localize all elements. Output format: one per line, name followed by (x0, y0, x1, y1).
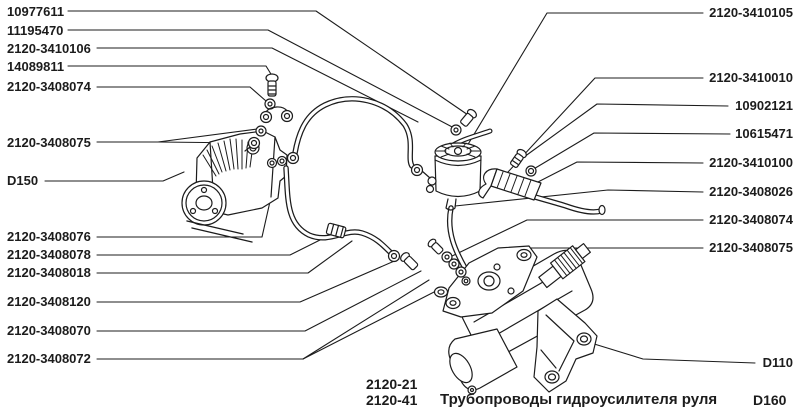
banjo-union-drawing (259, 106, 294, 124)
washers-3408075-left-drawing (244, 125, 267, 152)
pressure-hose-drawing (283, 165, 393, 255)
hose-ferrule-drawing (325, 222, 347, 239)
diagram-title: Трубопроводы гидроусилителя руля (440, 391, 718, 408)
pump-drawing (181, 130, 288, 243)
reservoir-bolt-drawing (460, 108, 477, 127)
part-label-2120-3408075-left: 2120-3408075 (7, 135, 91, 150)
part-label-2120-3408074-left: 2120-3408074 (7, 79, 91, 94)
part-label-2120-3410100: 2120-3410100 (709, 155, 793, 170)
view-ref-D150: D150 (7, 173, 39, 188)
part-label-2120-3408075-right: 2120-3408075 (709, 240, 793, 255)
gear-washers-drawing (433, 251, 471, 298)
part-label-2120-3410106: 2120-3410106 (7, 41, 91, 56)
clamp-bolt-drawing (510, 148, 527, 168)
model-code-2: 2120-41 (366, 392, 418, 408)
part-label-2120-3410010: 2120-3410010 (709, 70, 793, 85)
gear-banjo-bolt-drawing (400, 252, 419, 271)
part-label-2120-3408076: 2120-3408076 (7, 229, 91, 244)
view-ref-D110: D110 (762, 355, 793, 370)
gear-bolt-drawing (427, 238, 444, 255)
part-label-2120-3408018: 2120-3408018 (7, 265, 91, 280)
suction-hose-drawing (292, 96, 415, 169)
pump-pulley-drawing (181, 180, 227, 226)
part-label-2120-3408070: 2120-3408070 (7, 323, 91, 338)
pressure-hose-eye-drawing (387, 249, 401, 263)
hose-nut-drawing (410, 163, 424, 177)
gear-plate-drawing (442, 245, 538, 318)
bolt-14089811-drawing (265, 73, 279, 97)
part-label-11195470: 11195470 (7, 23, 64, 38)
part-label-2120-3408072: 2120-3408072 (7, 351, 91, 366)
input-shaft-drawing (538, 242, 591, 289)
clamp-nut-drawing (525, 165, 537, 177)
leader-lines (44, 10, 756, 364)
pump-fins (202, 138, 254, 177)
belt-drawing (186, 220, 253, 243)
model-code-1: 2120-21 (366, 376, 418, 392)
gear-bracket-drawing (533, 298, 598, 393)
part-label-2120-3408026: 2120-3408026 (709, 184, 793, 199)
reservoir-drawing (421, 142, 482, 211)
part-label-10977611: 10977611 (7, 4, 65, 19)
part-label-10902121: 10902121 (735, 98, 793, 113)
pump-outlet-washers-drawing (266, 151, 300, 169)
steering-gear-drawing (442, 242, 598, 395)
reservoir-washer-drawing (450, 124, 462, 136)
part-label-10615471: 10615471 (735, 126, 793, 141)
section-ref-D160: D160 (753, 392, 787, 408)
part-label-2120-3408078: 2120-3408078 (7, 247, 91, 262)
part-label-2120-3408120: 2120-3408120 (7, 294, 91, 309)
part-label-2120-3410105: 2120-3410105 (709, 5, 793, 20)
part-label-2120-3408074-right: 2120-3408074 (709, 212, 793, 227)
clamp-bracket-drawing (478, 168, 542, 201)
part-label-14089811: 14089811 (7, 59, 65, 74)
reservoir-cap-ticks (435, 142, 481, 158)
